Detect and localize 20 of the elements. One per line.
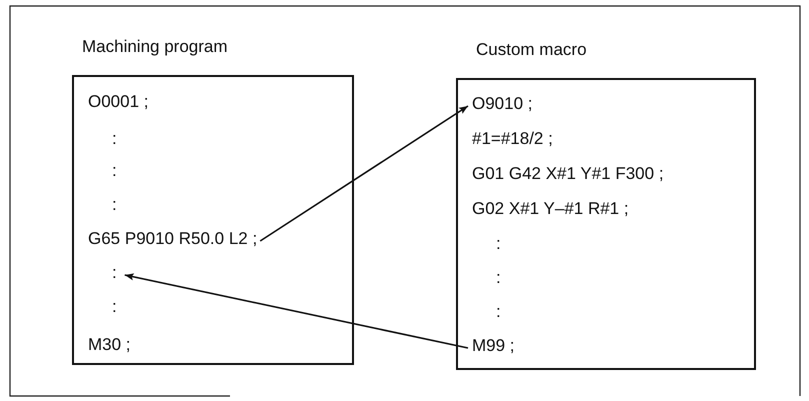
code-line: : [496, 302, 501, 322]
panel-heading: Machining program [82, 37, 228, 57]
code-line: : [496, 234, 501, 254]
code-line: G02 X#1 Y–#1 R#1 ; [472, 199, 629, 219]
code-line: : [112, 129, 117, 149]
code-line: : [112, 297, 117, 317]
arrow [260, 105, 468, 242]
panel-heading: Custom macro [476, 40, 587, 60]
code-line: G01 G42 X#1 Y#1 F300 ; [472, 164, 664, 184]
code-line: G65 P9010 R50.0 L2 ; [88, 229, 258, 249]
code-line: : [496, 268, 501, 288]
code-line: O0001 ; [88, 92, 148, 112]
code-line: : [112, 263, 117, 283]
arrow [124, 273, 468, 349]
code-line: : [112, 195, 117, 215]
code-line: O9010 ; [472, 94, 532, 114]
code-line: M30 ; [88, 335, 131, 355]
code-line: M99 ; [472, 336, 515, 356]
code-line: #1=#18/2 ; [472, 129, 553, 149]
code-line: : [112, 161, 117, 181]
